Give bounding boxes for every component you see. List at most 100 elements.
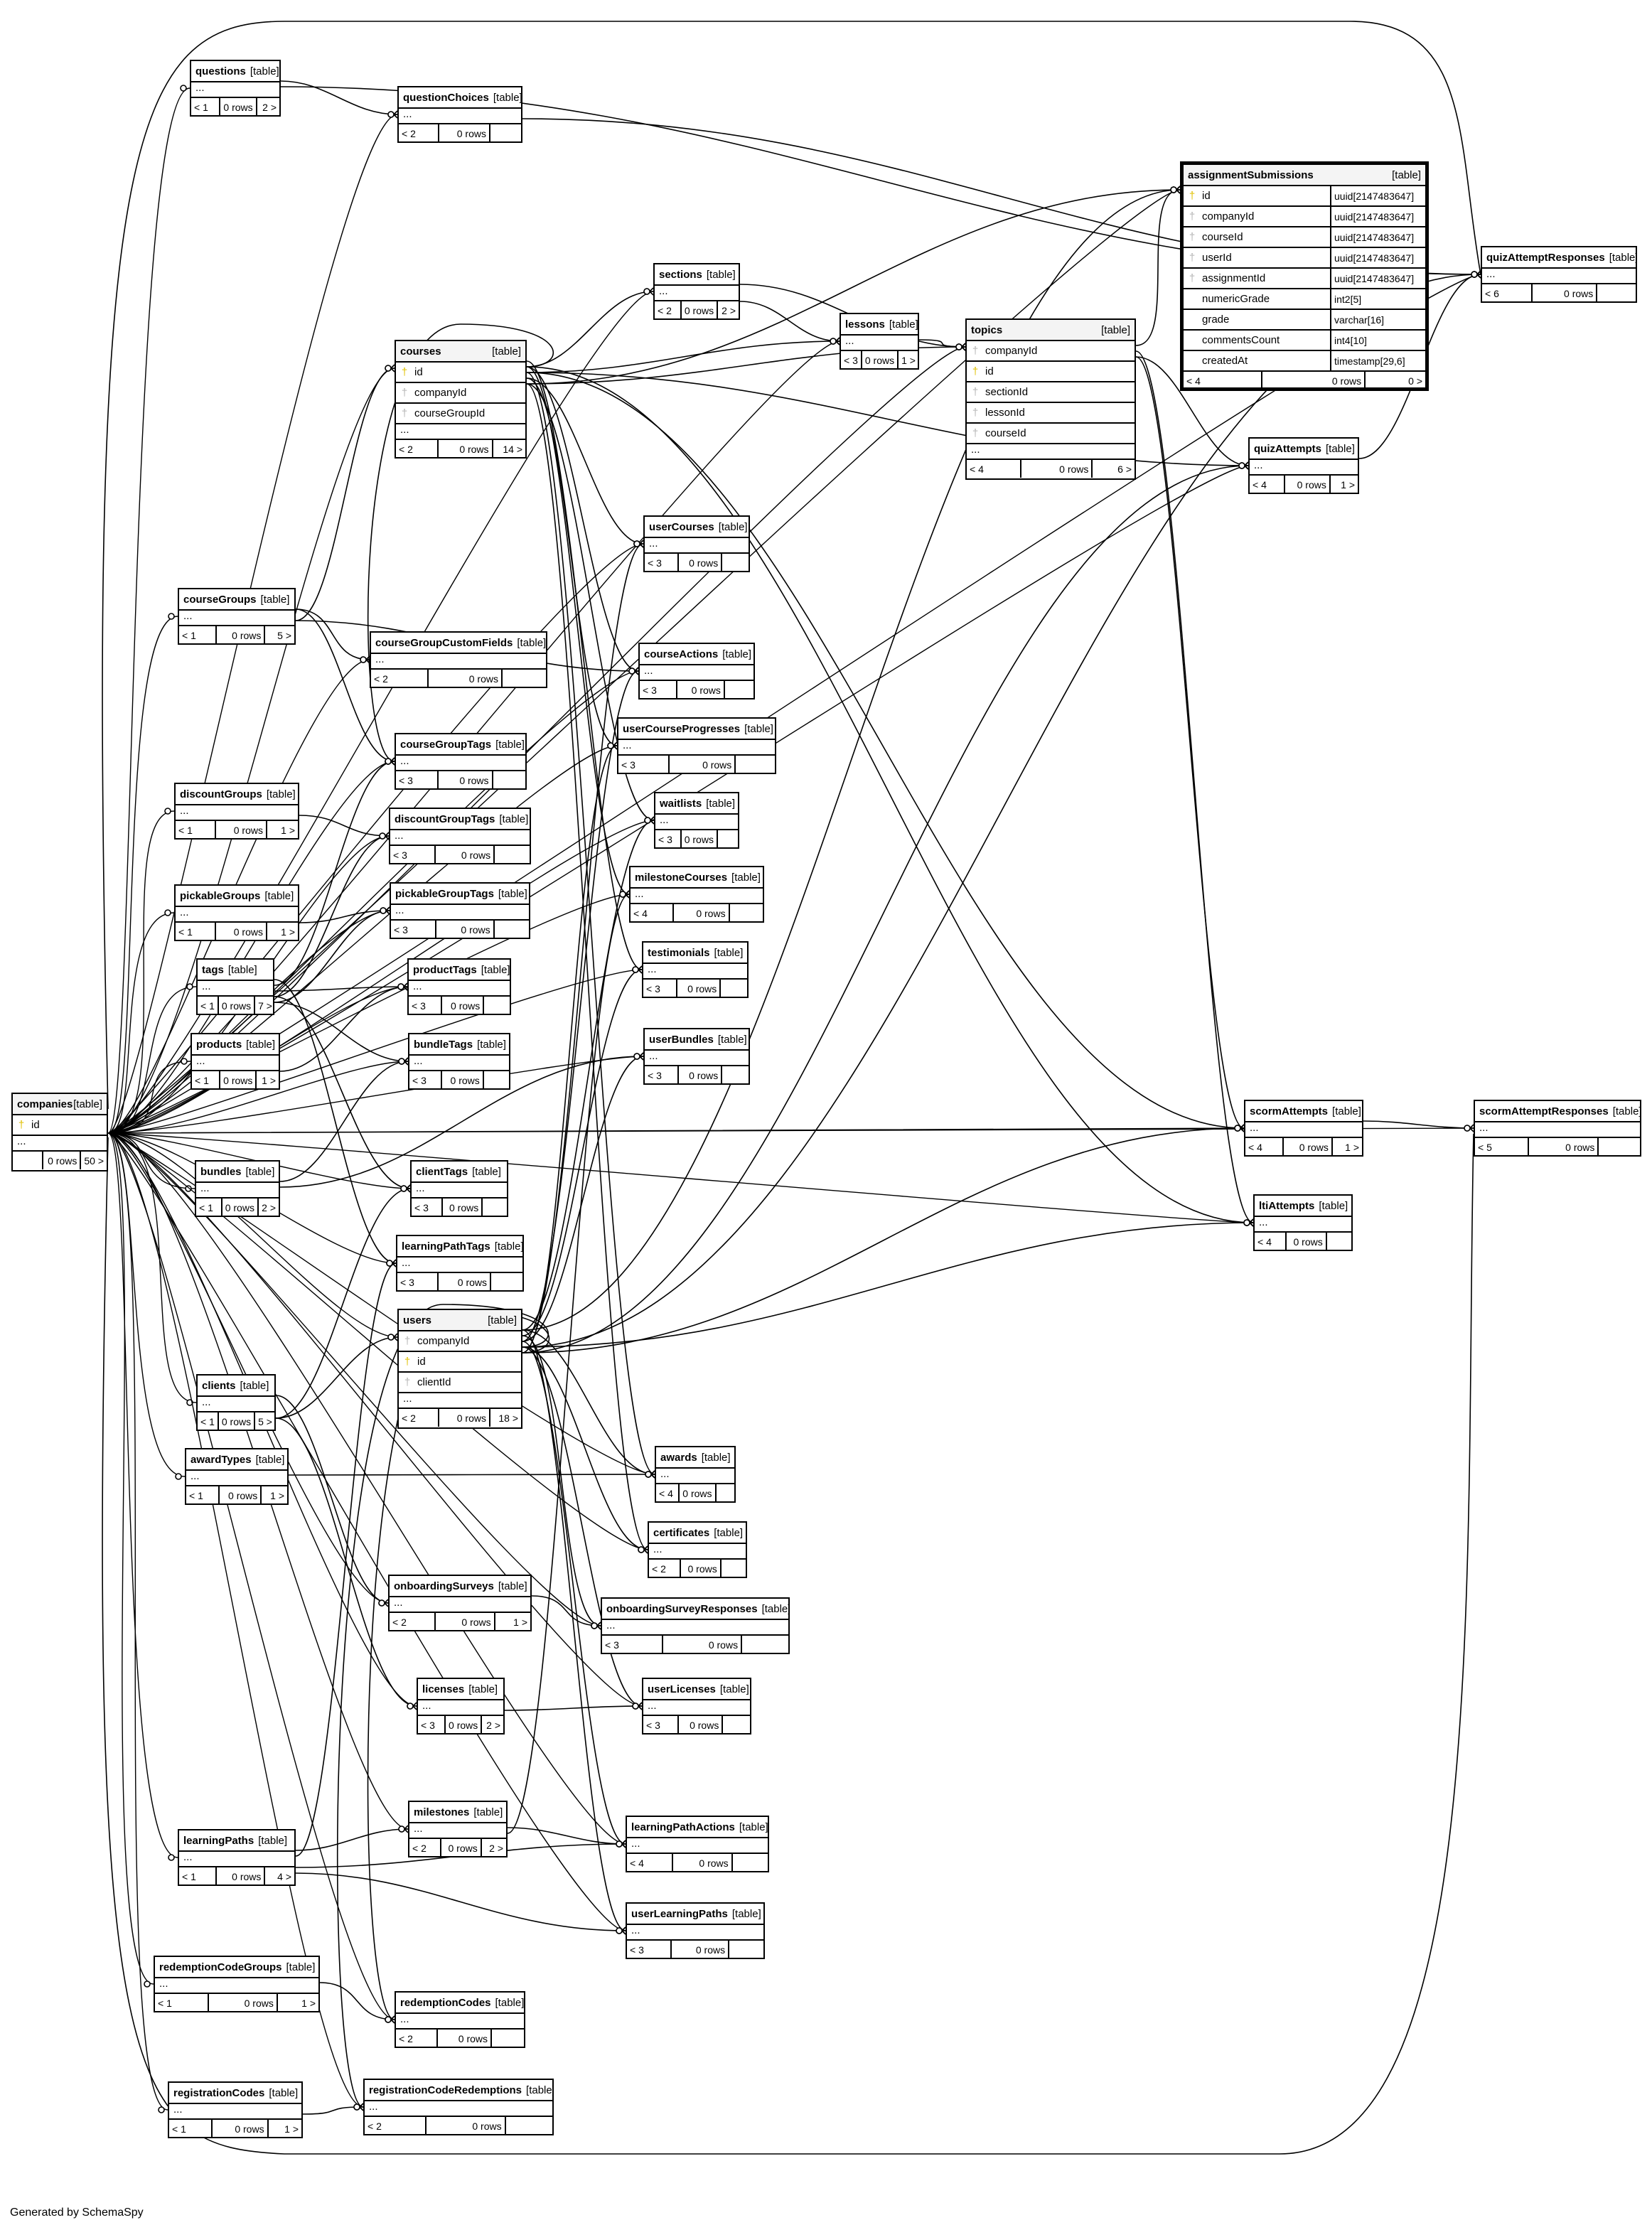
more-columns-ellipsis: ...: [645, 538, 749, 554]
table-name: lessons: [845, 318, 885, 331]
row-count: 0 rows: [1021, 460, 1093, 478]
table-name: courseActions: [644, 648, 719, 660]
parent-count: < 2: [365, 2117, 427, 2135]
table-header: bundles[table]: [196, 1162, 279, 1183]
parent-count: < 2: [655, 301, 682, 319]
child-count: 1 >: [301, 1997, 316, 2009]
parent-count: < 4: [1184, 372, 1263, 390]
table-type-tag: [table]: [488, 1314, 517, 1326]
relationship-line: [522, 1335, 601, 1626]
table-topics[interactable]: topics[table]†companyId†id†sectionId†les…: [965, 318, 1136, 480]
child-count: [718, 830, 738, 848]
row-count: 0 rows: [217, 626, 266, 644]
relationship-line: [522, 1346, 648, 1550]
table-registration-code-redemptions[interactable]: registrationCodeRedemptions[table]...< 2…: [363, 2079, 554, 2135]
table-name: userCourseProgresses: [623, 722, 741, 735]
table-header: licenses[table]: [418, 1679, 503, 1700]
child-count: [729, 1941, 763, 1958]
many-marker: [385, 832, 390, 840]
many-marker: [390, 364, 395, 372]
more-columns-ellipsis: ...: [13, 1136, 107, 1152]
child-count: [1597, 284, 1636, 302]
companies-relationship-line: [107, 368, 395, 1134]
table-users[interactable]: users[table]†companyId†id†clientId...< 2…: [397, 1309, 522, 1429]
table-name: questions: [195, 65, 246, 77]
many-marker: [390, 2015, 395, 2024]
relationship-line: [295, 1872, 626, 1931]
primary-key-icon: †: [18, 1119, 25, 1131]
table-type-tag: [table]: [472, 1165, 501, 1178]
many-marker: [621, 1840, 626, 1848]
row-count: 0 rows: [439, 124, 490, 142]
companies-relationship-line: [107, 87, 191, 1134]
optional-marker: [398, 1825, 405, 1833]
optional-marker: [1234, 1125, 1241, 1132]
table-name: courseGroups: [183, 593, 257, 606]
column-name: companyId: [1202, 210, 1255, 222]
child-count: [721, 980, 747, 997]
more-columns-ellipsis: ...: [192, 1056, 279, 1071]
child-count: 5 >: [277, 629, 291, 641]
table-courses[interactable]: courses[table]†id†companyId†courseGroupI…: [395, 340, 527, 459]
parent-count: < 3: [418, 1716, 446, 1734]
table-name: milestoneCourses: [635, 871, 728, 884]
column-row: †id: [396, 363, 525, 383]
relationship-line: [275, 1417, 417, 1707]
table-header: ltiAttempts[table]: [1255, 1196, 1351, 1217]
table-name: tags: [202, 963, 224, 976]
table-name: pickableGroups: [180, 889, 261, 902]
child-count: [742, 1636, 788, 1653]
relationship-line: [522, 1127, 1245, 1353]
parent-count: < 1: [191, 98, 221, 116]
